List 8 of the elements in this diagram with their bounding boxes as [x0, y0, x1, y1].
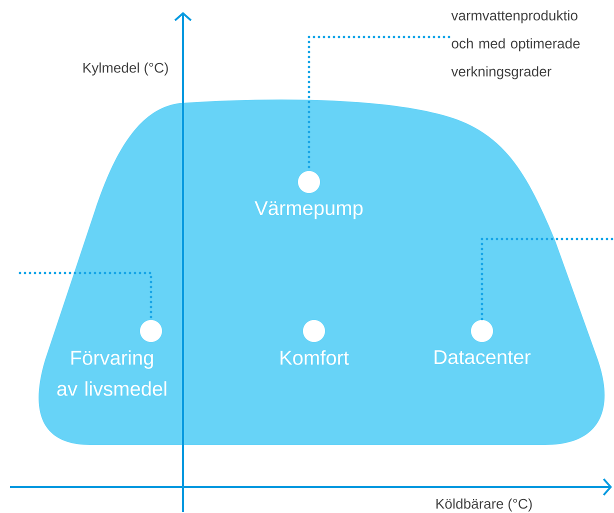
axis-label: Kylmedel (°C) [83, 62, 168, 76]
leader-line [480, 238, 614, 322]
dot-label: Förvaring av livsmedel [57, 320, 166, 396]
dot-label: Komfort [280, 320, 349, 365]
dot-label: Datacenter [434, 320, 531, 364]
dot-label: Värmepump [254, 171, 363, 220]
note-text: varmvattenproduktio och med optimerade verkningsgrader [451, 10, 580, 80]
axis-label: Köldbärare (°C) [436, 498, 532, 512]
